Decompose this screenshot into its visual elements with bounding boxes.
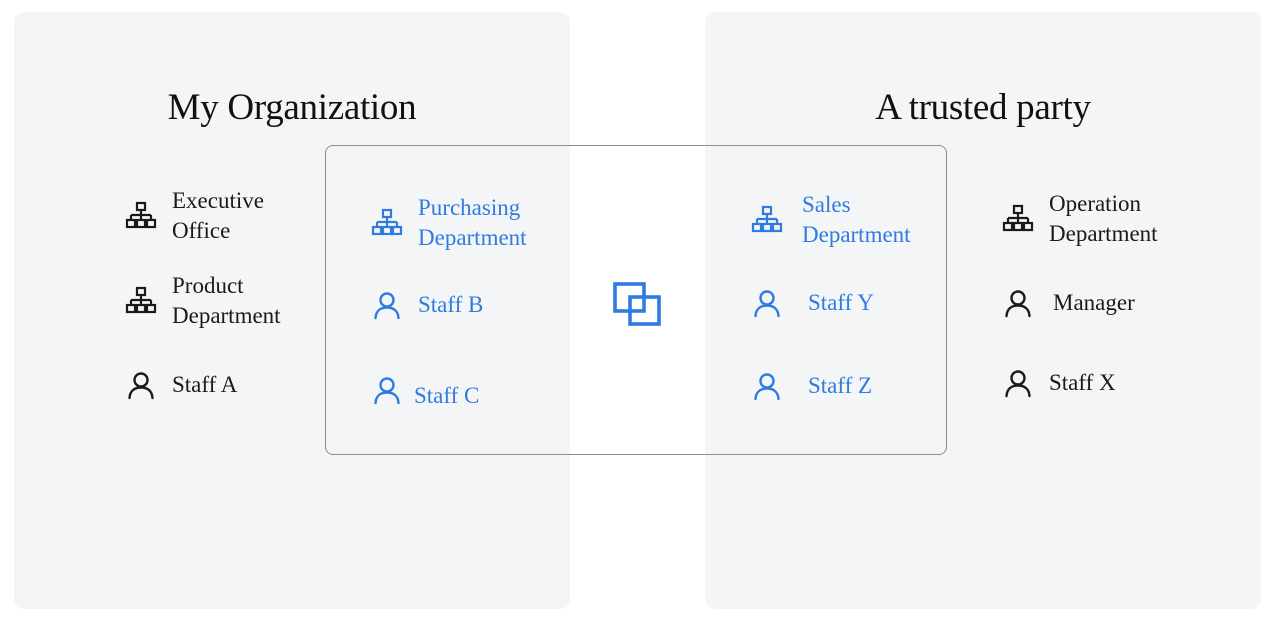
linked-squares-icon (612, 281, 664, 329)
person-icon (124, 368, 158, 402)
org-chart-icon (124, 199, 158, 233)
shared-node-label: Sales Department (802, 192, 911, 247)
shared-node-label: Staff B (418, 292, 484, 317)
org-node-label: Operation Department (1049, 191, 1158, 246)
shared-access-box (325, 145, 947, 455)
shared-node-label: Purchasing Department (418, 195, 527, 250)
org-chart-icon (1001, 202, 1035, 236)
person-icon (750, 369, 784, 403)
trusted-party-panel: A trusted party (705, 12, 1261, 609)
org-chart-icon (370, 206, 404, 240)
org-node-label: Executive Office (172, 188, 264, 243)
shared-node-staff-z[interactable]: Staff Z (750, 369, 872, 403)
my-organization-panel: My Organization (14, 12, 570, 609)
person-icon (750, 286, 784, 320)
person-node-label: Staff X (1049, 370, 1116, 395)
shared-node-label: Staff Y (808, 290, 874, 315)
shared-node-staff-y[interactable]: Staff Y (750, 286, 874, 320)
person-node-label: Manager (1053, 290, 1135, 315)
person-node-staff-x[interactable]: Staff X (1001, 366, 1116, 400)
shared-node-label: Staff C (414, 383, 480, 408)
shared-node-label: Staff Z (808, 373, 873, 398)
person-icon (370, 373, 404, 407)
shared-node-sales-department[interactable]: Sales Department (750, 190, 911, 250)
org-node-executive-office[interactable]: Executive Office (124, 186, 264, 246)
org-node-product-department[interactable]: Product Department (124, 271, 281, 331)
person-icon (370, 288, 404, 322)
shared-node-staff-b[interactable]: Staff B (370, 288, 483, 322)
person-node-staff-a[interactable]: Staff A (124, 368, 237, 402)
person-icon (1001, 366, 1035, 400)
person-node-manager[interactable]: Manager (1001, 286, 1135, 320)
org-chart-icon (124, 284, 158, 318)
org-chart-icon (750, 203, 784, 237)
person-node-label: Staff A (172, 372, 238, 397)
shared-node-staff-c[interactable]: Staff C (370, 369, 479, 411)
panel-title-my-organization: My Organization (167, 87, 417, 128)
person-icon (1001, 286, 1035, 320)
panel-title-trusted-party: A trusted party (875, 87, 1091, 128)
org-node-operation-department[interactable]: Operation Department (1001, 189, 1158, 249)
org-node-label: Product Department (172, 273, 281, 328)
shared-node-purchasing-department[interactable]: Purchasing Department (370, 193, 527, 253)
